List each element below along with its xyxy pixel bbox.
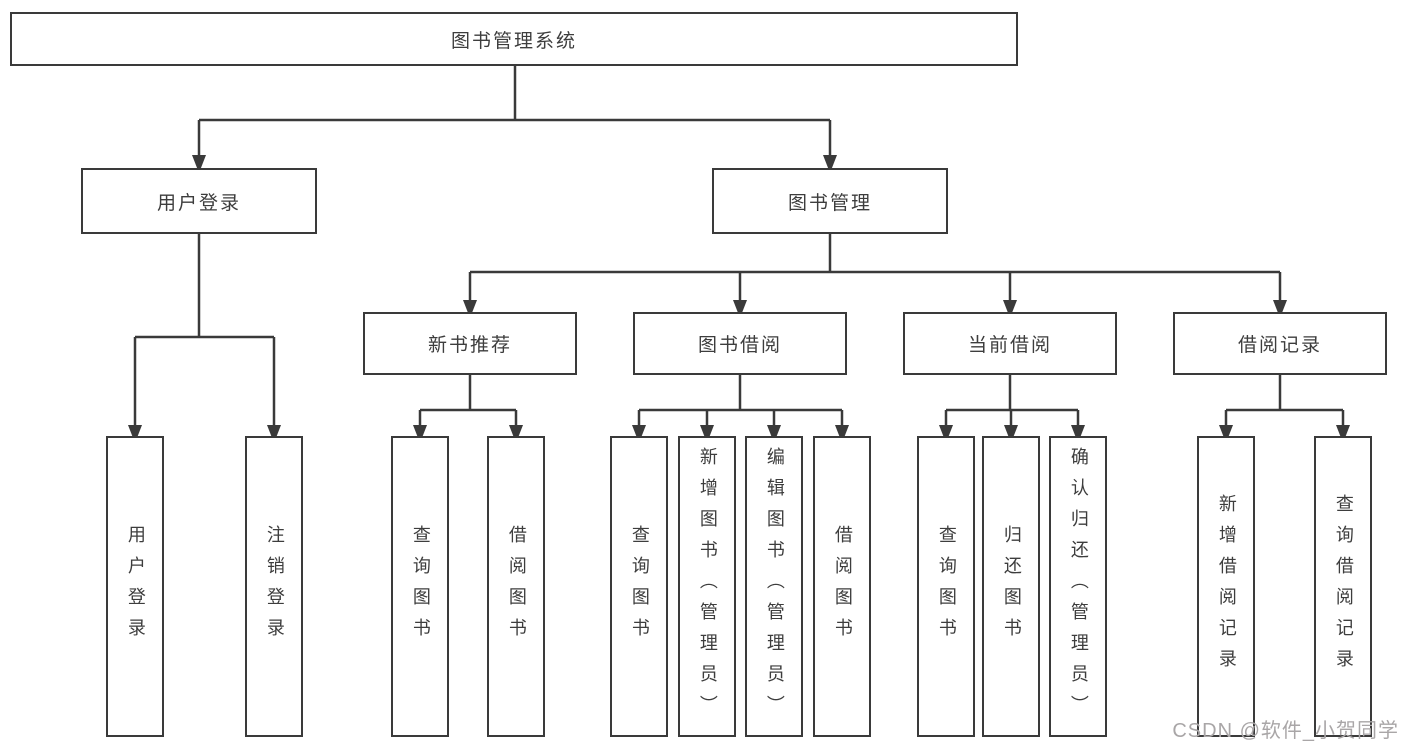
leaf-query-books-borrowing: 查询图书 — [610, 436, 668, 737]
leaf-user-login-label: 用户登录 — [125, 524, 146, 649]
leaf-query-borrow-record: 查询借阅记录 — [1314, 436, 1372, 737]
leaf-add-book-admin: 新增图书（管理员） — [678, 436, 736, 737]
node-borrowing-records: 借阅记录 — [1173, 312, 1387, 375]
leaf-borrow-books-label: 借阅图书 — [832, 524, 853, 649]
leaf-logout: 注销登录 — [245, 436, 303, 737]
leaf-edit-book-admin-label: 编辑图书（管理员） — [764, 447, 785, 726]
csdn-watermark: CSDN @软件_小贺同学 — [1172, 720, 1399, 742]
leaf-return-book: 归还图书 — [982, 436, 1040, 737]
node-root-label: 图书管理系统 — [450, 30, 577, 52]
leaf-query-books-current-label: 查询图书 — [936, 524, 957, 649]
node-book-borrowing-label: 图书借阅 — [697, 335, 782, 356]
leaf-query-borrow-record-label: 查询借阅记录 — [1333, 493, 1354, 680]
node-user-login: 用户登录 — [81, 168, 317, 234]
leaf-query-books-borrowing-label: 查询图书 — [629, 524, 650, 649]
leaf-add-borrow-record-label: 新增借阅记录 — [1216, 493, 1237, 680]
leaf-borrow-books-recommend: 借阅图书 — [487, 436, 545, 737]
leaf-return-book-label: 归还图书 — [1001, 524, 1022, 649]
leaf-edit-book-admin: 编辑图书（管理员） — [745, 436, 803, 737]
node-new-book-recommend-label: 新书推荐 — [427, 335, 512, 356]
node-root: 图书管理系统 — [10, 12, 1018, 66]
node-current-borrowing-label: 当前借阅 — [967, 335, 1052, 356]
leaf-query-books-recommend: 查询图书 — [391, 436, 449, 737]
leaf-query-books-current: 查询图书 — [917, 436, 975, 737]
node-book-management: 图书管理 — [712, 168, 948, 234]
leaf-add-book-admin-label: 新增图书（管理员） — [697, 447, 718, 726]
node-current-borrowing: 当前借阅 — [903, 312, 1117, 375]
node-user-login-label: 用户登录 — [156, 192, 241, 214]
node-book-management-label: 图书管理 — [787, 192, 872, 214]
leaf-borrow-books-recommend-label: 借阅图书 — [506, 524, 527, 649]
node-borrowing-records-label: 借阅记录 — [1237, 335, 1322, 356]
leaf-borrow-books: 借阅图书 — [813, 436, 871, 737]
leaf-user-login: 用户登录 — [106, 436, 164, 737]
arrowheads — [128, 155, 1350, 443]
node-new-book-recommend: 新书推荐 — [363, 312, 577, 375]
node-book-borrowing: 图书借阅 — [633, 312, 847, 375]
leaf-add-borrow-record: 新增借阅记录 — [1197, 436, 1255, 737]
leaf-confirm-return-admin: 确认归还（管理员） — [1049, 436, 1107, 737]
leaf-confirm-return-admin-label: 确认归还（管理员） — [1068, 447, 1089, 726]
leaf-logout-label: 注销登录 — [264, 524, 285, 649]
leaf-query-books-recommend-label: 查询图书 — [410, 524, 431, 649]
